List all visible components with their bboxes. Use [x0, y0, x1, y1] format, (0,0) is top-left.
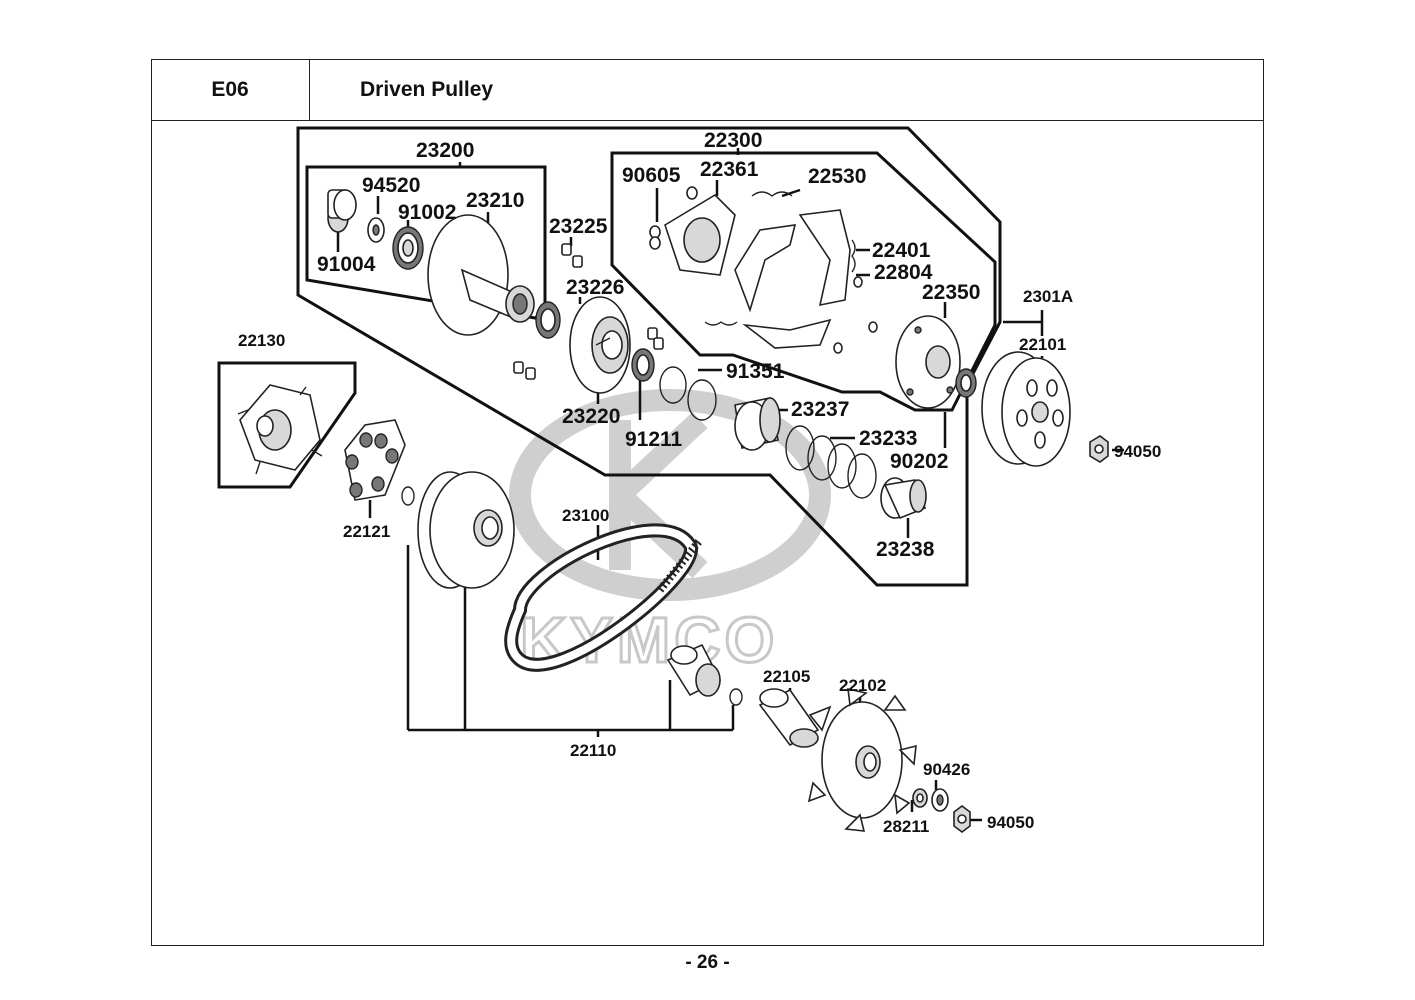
label-91211: 91211 — [625, 428, 683, 451]
label-22530: 22530 — [808, 165, 866, 188]
page-frame — [151, 59, 1264, 946]
label-22130: 22130 — [238, 331, 285, 350]
group-outline-22300-assembly — [296, 126, 1002, 587]
section-title: Driven Pulley — [310, 59, 1264, 121]
washer-94520-part — [367, 217, 385, 243]
label-2301A: 2301A — [1023, 287, 1073, 306]
movable-driven-face-23220-part — [569, 296, 631, 394]
label-22110: 22110 — [570, 741, 616, 760]
label-22121: 22121 — [343, 522, 390, 541]
weight-rollers-22121-part — [344, 419, 406, 501]
label-23226: 23226 — [566, 276, 624, 299]
v-belt-23100-part — [504, 523, 704, 672]
circlip-part — [401, 486, 415, 506]
label-90605: 90605 — [622, 164, 681, 187]
guide-pins-23225-part — [513, 243, 664, 380]
o-rings-91351-part — [659, 366, 717, 421]
pins-22804-part — [833, 276, 878, 354]
label-90426: 90426 — [923, 760, 970, 779]
label-23237: 23237 — [791, 398, 849, 421]
nut-90202-part — [955, 368, 977, 398]
spring-seat-23238-part — [880, 477, 927, 520]
group-outline-22350 — [610, 151, 997, 412]
oil-seal-91211-part — [631, 348, 655, 382]
collar-22105-part — [758, 688, 820, 748]
movable-drive-face-part — [417, 471, 515, 589]
small-circlip-part — [729, 688, 743, 706]
section-code: E06 — [151, 59, 310, 121]
washers-90605-part — [649, 186, 698, 250]
group-outline-22130 — [217, 361, 357, 489]
spring-23233-part — [785, 425, 877, 499]
drive-face-22130-part — [237, 384, 323, 475]
label-22401: 22401 — [872, 239, 931, 262]
label-94520: 94520 — [362, 174, 420, 197]
bushing-91004-part — [327, 189, 357, 233]
label-22804: 22804 — [874, 261, 933, 284]
label-22300: 22300 — [704, 129, 762, 152]
label-23225: 23225 — [549, 215, 608, 238]
bearing-91002-part — [392, 226, 424, 270]
label-22102: 22102 — [839, 676, 886, 695]
clutch-outer-22101-part — [981, 351, 1071, 467]
part-number-labels: 23200 22300 94520 91002 23210 91004 2322… — [238, 129, 1161, 836]
plate-22361-part — [664, 193, 736, 276]
label-23100: 23100 — [562, 506, 609, 525]
label-94050-upper: 94050 — [1114, 442, 1161, 461]
label-91351: 91351 — [726, 360, 785, 383]
label-22105: 22105 — [763, 667, 810, 686]
drive-plate-22350-part — [895, 315, 961, 409]
nut-94050-lower-part — [953, 805, 971, 833]
label-22350: 22350 — [922, 281, 980, 304]
clutch-weights-22530-part — [704, 191, 856, 349]
label-91002: 91002 — [398, 201, 456, 224]
label-23233: 23233 — [859, 427, 917, 450]
nut-94050-upper-part — [1089, 435, 1109, 463]
label-94050-lower: 94050 — [987, 813, 1034, 832]
fixed-driven-face-23210-part — [427, 214, 535, 336]
label-22101: 22101 — [1019, 335, 1066, 354]
label-23210: 23210 — [466, 189, 524, 212]
washer-90426-part — [931, 788, 949, 812]
label-28211: 28211 — [883, 817, 929, 836]
oil-seal-part — [535, 301, 561, 339]
label-23238: 23238 — [876, 538, 935, 561]
label-23220: 23220 — [562, 405, 620, 428]
label-22361: 22361 — [700, 158, 759, 181]
label-23200: 23200 — [416, 139, 474, 162]
collar-23237-part — [734, 397, 781, 451]
ratchet-28211-part — [912, 788, 928, 808]
fan-drive-face-22102-part — [807, 687, 917, 832]
page-number: - 26 - — [685, 952, 730, 973]
label-91004: 91004 — [317, 253, 376, 276]
label-90202: 90202 — [890, 450, 948, 473]
drive-collar-part — [666, 643, 722, 697]
